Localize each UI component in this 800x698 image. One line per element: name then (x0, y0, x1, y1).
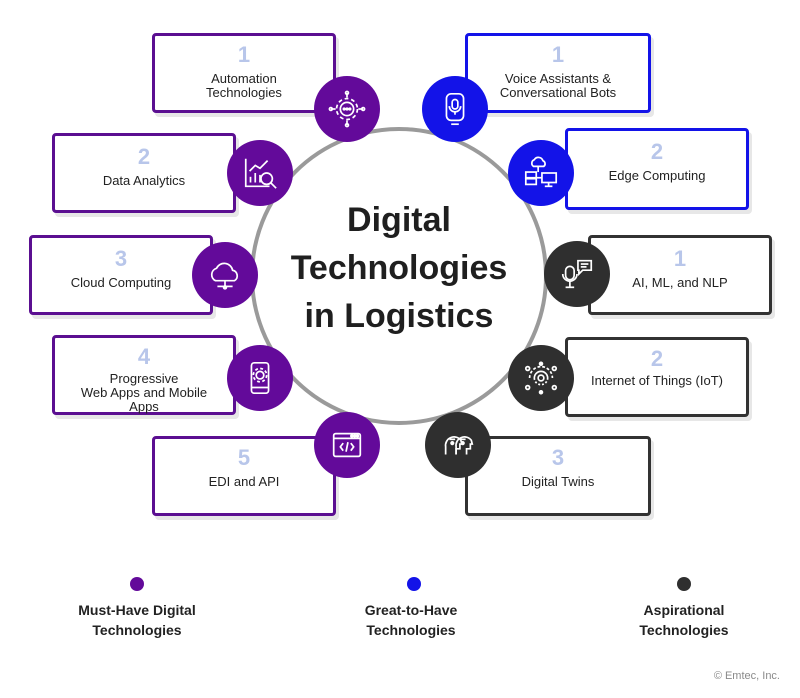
analytics-chart-icon (227, 140, 293, 206)
card-number: 3 (551, 445, 565, 470)
card-label-line: EDI and API (208, 474, 280, 489)
card-edge-computing: 2 Edge Computing (565, 128, 749, 210)
card-label-line: Edge Computing (608, 168, 706, 183)
cloud-icon (192, 242, 258, 308)
copyright-text: © Emtec, Inc. (713, 670, 780, 682)
card-number: 1 (673, 246, 687, 271)
card-label-line: Voice Assistants & (504, 71, 612, 86)
card-number: 2 (137, 144, 151, 169)
card-label: Digital Twins (468, 475, 648, 489)
legend-label-line: Great-to-Have (364, 602, 458, 618)
card-label: Voice Assistants & Conversational Bots (468, 72, 648, 100)
title-line: in Logistics (304, 297, 494, 335)
title-line: Technologies (290, 249, 508, 287)
card-digital-twins: 3 Digital Twins (465, 436, 651, 516)
legend-label-line: Technologies (366, 622, 456, 638)
card-progressive-web-apps: 4 Progressive Web Apps and Mobile Apps (52, 335, 236, 415)
card-number: 3 (114, 246, 128, 271)
iot-network-icon (508, 345, 574, 411)
card-number: 4 (137, 344, 151, 369)
title-line: Digital (347, 201, 451, 239)
card-voice-assistants: 1 Voice Assistants & Conversational Bots (465, 33, 651, 113)
card-label: Data Analytics (55, 174, 233, 188)
card-edi-api: 5 EDI and API (152, 436, 336, 516)
card-number: 1 (237, 42, 251, 67)
card-label: Automation Technologies (155, 72, 333, 100)
card-data-analytics: 2 Data Analytics (52, 133, 236, 213)
microphone-chat-icon (544, 241, 610, 307)
card-label: Cloud Computing (32, 276, 210, 290)
legend-label-line: Technologies (92, 622, 182, 638)
card-label: Internet of Things (IoT) (568, 374, 746, 388)
card-label-line: Data Analytics (102, 173, 186, 188)
card-label-line: Web Apps and Mobile (80, 385, 208, 400)
card-automation: 1 Automation Technologies (152, 33, 336, 113)
card-label: EDI and API (155, 475, 333, 489)
voice-assistant-icon (422, 76, 488, 142)
card-number: 5 (237, 445, 251, 470)
legend-label-great-to-have: Great-to-Have Technologies (321, 600, 501, 640)
card-label: Progressive Web Apps and Mobile Apps (55, 372, 233, 414)
digital-twin-icon (425, 412, 491, 478)
legend-label-must-have: Must-Have Digital Technologies (47, 600, 227, 640)
card-ai-ml-nlp: 1 AI, ML, and NLP (588, 235, 772, 315)
card-label-line: Technologies (206, 85, 282, 100)
card-label: AI, ML, and NLP (591, 276, 769, 290)
code-window-icon (314, 412, 380, 478)
legend-label-aspirational: Aspirational Technologies (594, 600, 774, 640)
card-label-line: Automation (211, 71, 277, 86)
center-ring (250, 127, 548, 425)
card-cloud-computing: 3 Cloud Computing (29, 235, 213, 315)
card-number: 2 (650, 139, 664, 164)
legend-dot-aspirational (677, 577, 691, 591)
legend-label-line: Aspirational (643, 602, 725, 618)
card-label-line: Digital Twins (521, 474, 595, 489)
card-label-line: Conversational Bots (499, 85, 617, 100)
mobile-app-gear-icon (227, 345, 293, 411)
legend-label-line: Must-Have Digital (78, 602, 196, 618)
legend-dot-great-to-have (407, 577, 421, 591)
card-number: 2 (650, 346, 664, 371)
card-label-line: AI, ML, and NLP (632, 275, 728, 290)
card-label-line: Progressive (109, 371, 179, 386)
legend-dot-must-have (130, 577, 144, 591)
card-label: Edge Computing (568, 169, 746, 183)
card-label-line: Cloud Computing (70, 275, 172, 290)
legend-label-line: Technologies (639, 622, 729, 638)
card-iot: 2 Internet of Things (IoT) (565, 337, 749, 417)
diagram-title: Digital Technologies in Logistics (250, 196, 548, 340)
automation-gear-icon (314, 76, 380, 142)
card-number: 1 (551, 42, 565, 67)
card-label-line: Apps (129, 399, 159, 414)
edge-computing-icon (508, 140, 574, 206)
card-label-line: Internet of Things (IoT) (591, 373, 723, 388)
